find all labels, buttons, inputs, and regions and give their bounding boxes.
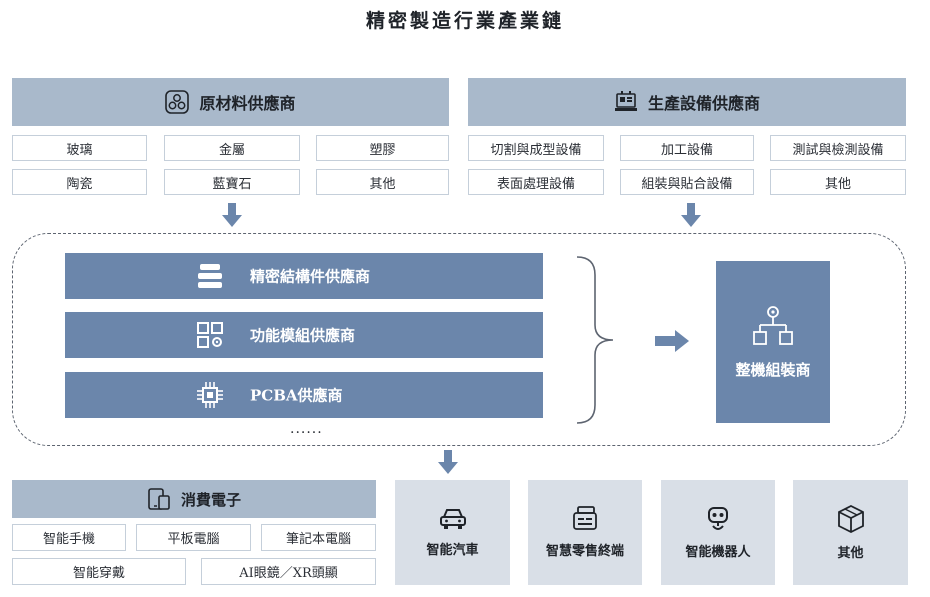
raw-material-item: 玻璃 [12,135,147,161]
stacked-layers-icon [195,261,225,291]
org-chart-gear-icon [751,305,795,351]
downstream-tile-label: 智能汽車 [426,543,479,558]
raw-material-item: 塑膠 [316,135,449,161]
down-arrow-icon [222,203,242,227]
raw-material-item: 陶瓷 [12,169,147,195]
devices-icon [147,487,171,511]
downstream-tile-label: 智慧零售終端 [545,544,624,559]
downstream-tile: 智能機器人 [661,480,775,585]
raw-materials-header: 原材料供應商 [12,78,449,126]
midstream-container [12,233,906,446]
car-icon [439,509,466,529]
midstream-bar: 精密結構件供應商 [65,253,543,299]
downstream-tile-label: 其他 [837,546,864,561]
consumer-item: 筆記本電腦 [261,524,376,551]
consumer-item: AI眼鏡／XR頭顯 [201,558,376,585]
raw-material-item: 金屬 [164,135,300,161]
equipment-item: 加工設備 [620,135,754,161]
terminal-icon [573,506,597,530]
downstream-tile: 智能汽車 [395,480,510,585]
module-grid-icon [195,320,225,350]
more-ellipsis: ...... [290,421,323,437]
assembly-label: 整機組裝商 [735,360,811,379]
materials-icon [165,90,190,114]
consumer-electronics-header-label: 消費電子 [180,490,241,509]
cube-icon [837,504,864,534]
page-title: 精密製造行業產業鏈 [365,10,564,32]
equipment-item: 表面處理設備 [468,169,604,195]
equipment-header: 生產設備供應商 [468,78,906,126]
equipment-item: 組裝與貼合設備 [620,169,754,195]
down-arrow-icon [681,203,701,227]
raw-material-item: 其他 [316,169,449,195]
equipment-item: 測試與檢測設備 [770,135,906,161]
raw-materials-header-label: 原材料供應商 [199,94,296,113]
midstream-bar-label: 功能模組供應商 [250,326,356,345]
midstream-bar-label: PCBA供應商 [250,386,343,405]
midstream-bar: 功能模組供應商 [65,312,543,358]
midstream-bar-label: 精密結構件供應商 [250,267,371,286]
down-arrow-icon [438,450,458,474]
robot-icon [708,507,728,530]
chip-icon [195,380,225,410]
assembly-box: 整機組裝商 [716,261,830,423]
right-arrow-icon [655,330,689,352]
downstream-tile: 智慧零售終端 [528,480,642,585]
consumer-item: 智能手機 [12,524,126,551]
machine-icon [614,90,638,114]
brace-icon [575,255,615,429]
consumer-item: 平板電腦 [136,524,251,551]
downstream-tile: 其他 [793,480,908,585]
equipment-item: 其他 [770,169,906,195]
consumer-item: 智能穿戴 [12,558,186,585]
equipment-header-label: 生產設備供應商 [647,94,760,113]
midstream-bar: PCBA供應商 [65,372,543,418]
equipment-item: 切割與成型設備 [468,135,604,161]
downstream-tile-label: 智能機器人 [685,545,751,560]
raw-material-item: 藍寶石 [164,169,300,195]
consumer-electronics-header: 消費電子 [12,480,376,518]
